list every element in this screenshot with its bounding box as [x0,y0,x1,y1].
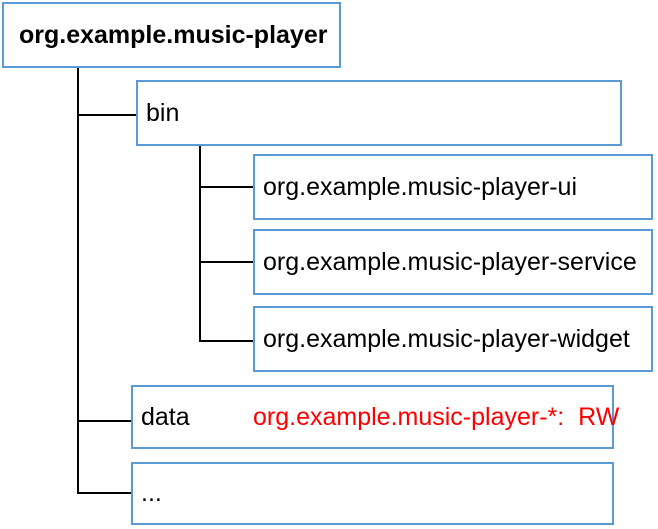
node-ellipsis-label: ... [141,479,162,507]
node-root-package: org.example.music-player [2,2,341,68]
connector-to-ellipsis [79,492,131,494]
connector-bin-trunk [199,146,201,342]
node-root-package-label: org.example.music-player [19,20,328,49]
node-binary-widget-label: org.example.music-player-widget [263,324,630,353]
node-binary-ui-label: org.example.music-player-ui [263,172,578,201]
node-binary-widget: org.example.music-player-widget [253,306,653,372]
node-bin-directory-label: bin [146,98,180,127]
node-data-directory: data org.example.music-player-*: RW [131,385,619,449]
connector-root-trunk [77,68,79,494]
node-binary-service-label: org.example.music-player-service [263,247,637,276]
node-data-permission-annotation: org.example.music-player-*: RW [253,402,620,431]
node-ellipsis: ... [131,462,614,525]
node-data-directory-label: data [141,402,190,431]
connector-to-ui [201,186,253,188]
connector-to-data [79,420,131,422]
connector-to-bin [79,114,136,116]
node-binary-service: org.example.music-player-service [253,229,653,295]
connector-to-widget [201,340,253,342]
connector-to-service [201,261,253,263]
node-bin-directory: bin [136,80,622,146]
node-binary-ui: org.example.music-player-ui [253,154,653,220]
